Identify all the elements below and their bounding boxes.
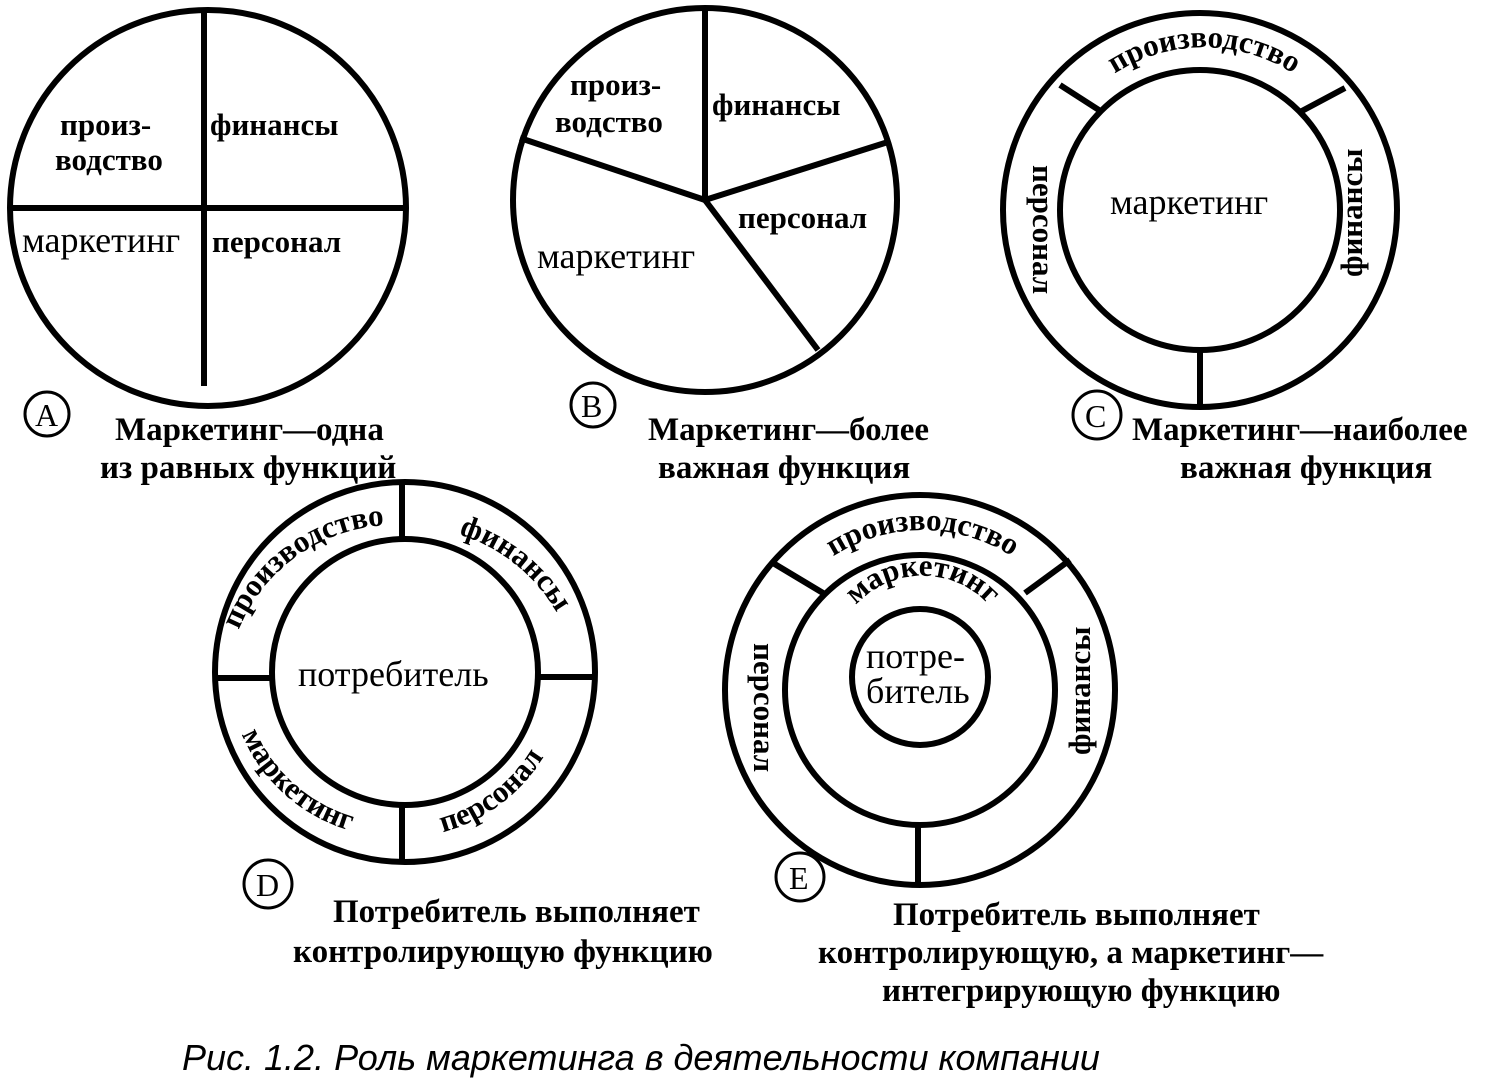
diagram-c-caption-line-2: важная функция [1180, 450, 1432, 486]
diagram-e-marketing-label: маркетинг [837, 548, 1008, 610]
diagram-e: производство персонал финансы маркетинг … [722, 492, 1324, 1009]
diagram-c-divider-2 [1298, 85, 1347, 115]
diagram-e-letter-circle [774, 851, 826, 903]
diagram-b-divider-left [519, 135, 706, 203]
diagram-b-letter-badge: B [581, 388, 602, 424]
diagram-c: производство персонал финансы маркетинг … [1000, 10, 1468, 486]
diagram-e-consumer-label-2: битель [866, 671, 970, 711]
diagram-d-marketing-label: маркетинг [235, 722, 359, 837]
diagram-e-divider-1 [771, 560, 825, 596]
diagram-e-divider-2 [1023, 557, 1072, 596]
diagram-d-letter-badge: D [256, 867, 279, 903]
diagram-b: произ- водство финансы персонал маркетин… [510, 5, 929, 486]
diagram-a-letter-circle [23, 390, 71, 438]
diagram-d: производство финансы маркетинг персонал … [212, 479, 713, 970]
diagram-b-production-label-2: водство [555, 104, 663, 139]
figure-caption: Рис. 1.2. Роль маркетинга в деятельности… [182, 1037, 1100, 1078]
diagram-a: произ- водство финансы маркетинг персона… [7, 7, 409, 486]
diagram-b-letter-circle [569, 381, 617, 429]
diagram-a-production-label-2: водство [55, 142, 163, 177]
diagram-e-inner-ring [849, 606, 991, 748]
diagram-c-marketing-label: маркетинг [1110, 182, 1268, 222]
diagram-c-divider-1 [1058, 82, 1104, 115]
diagram-c-letter-circle [1071, 389, 1123, 441]
diagram-e-caption-line-2: контролирующую, а маркетинг— [818, 935, 1324, 971]
diagram-a-finance-label: финансы [210, 107, 339, 142]
diagram-b-divider-right [704, 139, 889, 203]
diagram-b-marketing-label: маркетинг [537, 236, 695, 276]
diagram-b-caption-line-1: Маркетинг—более [648, 412, 929, 448]
diagram-b-caption-line-2: важная функция [658, 450, 910, 486]
diagram-a-caption-line-2: из равных функций [100, 450, 396, 486]
diagram-e-caption-line-3: интегрирующую функцию [882, 973, 1280, 1009]
diagram-c-caption-line-1: Маркетинг—наиболее [1132, 412, 1468, 448]
diagram-a-marketing-label: маркетинг [22, 220, 180, 260]
diagram-d-caption-line-1: Потребитель выполняет [333, 894, 700, 930]
diagram-a-personnel-label: персонал [212, 224, 341, 259]
diagram-a-production-label-1: произ- [60, 107, 151, 142]
diagram-d-personnel-label: персонал [434, 741, 549, 839]
diagram-a-caption-line-1: Маркетинг—одна [115, 412, 384, 448]
diagram-d-caption-line-2: контролирующую функцию [293, 934, 713, 970]
diagram-b-production-label-1: произ- [570, 67, 661, 102]
diagram-c-letter-badge: C [1085, 398, 1106, 434]
diagram-e-finance-label: финансы [1062, 627, 1097, 756]
diagram-d-letter-circle [242, 858, 294, 910]
diagram-c-personnel-label: персонал [1026, 165, 1061, 294]
diagram-b-divider-bottom [702, 198, 821, 352]
diagram-c-finance-label: финансы [1334, 149, 1369, 278]
diagram-e-caption-line-1: Потребитель выполняет [893, 897, 1260, 933]
diagram-e-consumer-label-1: потре- [866, 636, 965, 676]
diagram-a-letter-badge: A [35, 397, 58, 433]
diagram-e-letter-badge: E [789, 860, 809, 896]
diagram-d-consumer-label: потребитель [298, 654, 489, 694]
diagram-e-personnel-label: персонал [747, 643, 782, 772]
diagram-b-finance-label: финансы [712, 87, 841, 122]
diagram-b-personnel-label: персонал [738, 200, 867, 235]
